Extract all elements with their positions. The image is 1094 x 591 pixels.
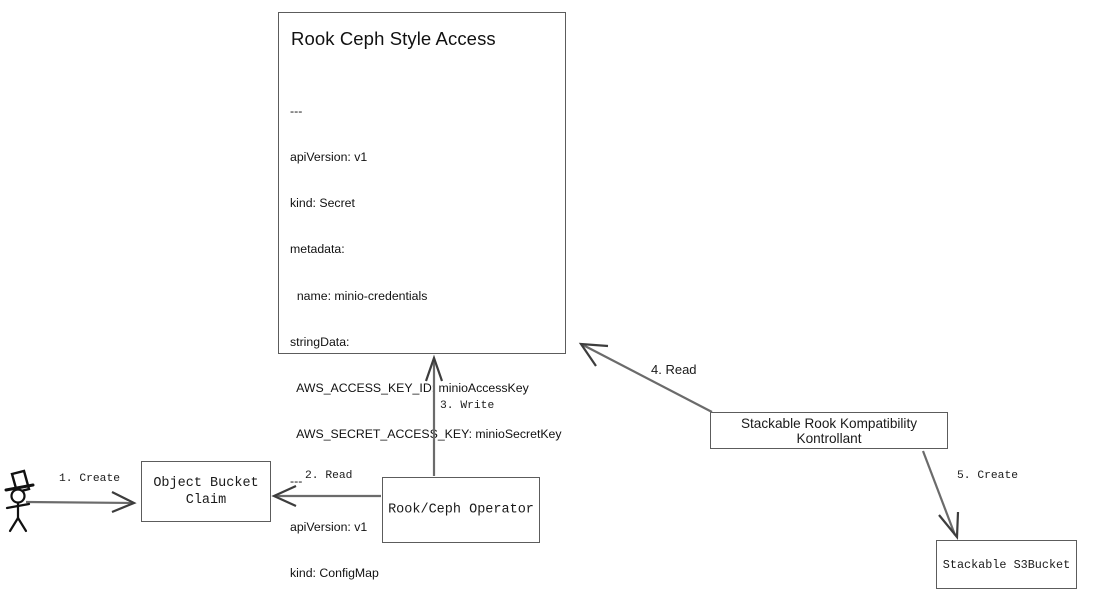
yaml-manifest-body: --- apiVersion: v1 kind: Secret metadata… [290, 73, 563, 591]
yaml-line: name: minio-credentials [290, 288, 428, 303]
node-label: Rook/Ceph Operator [388, 502, 534, 518]
yaml-manifest-card[interactable]: Rook Ceph Style Access --- apiVersion: v… [278, 12, 566, 580]
yaml-line: AWS_ACCESS_KEY_ID: minioAccessKey [290, 381, 529, 396]
yaml-line: --- [290, 473, 303, 488]
node-object-bucket-claim[interactable]: Object Bucket Claim [141, 461, 271, 522]
yaml-card-title: Rook Ceph Style Access [291, 28, 496, 49]
node-stackable-s3bucket[interactable]: Stackable S3Bucket [936, 540, 1077, 589]
edge-label-5-create: 5. Create [957, 470, 1019, 482]
edge-label-1-create: 1. Create [59, 473, 121, 485]
node-label: Stackable Rook Kompatibility Kontrollant [740, 415, 918, 446]
node-stackable-rook-kompatibility-kontrollant[interactable]: Stackable Rook Kompatibility Kontrollant [710, 412, 948, 449]
edge-label-3-write: 3. Write [440, 400, 495, 412]
yaml-line: AWS_SECRET_ACCESS_KEY: minioSecretKey [290, 427, 562, 442]
edge-label-2-read: 2. Read [305, 470, 353, 482]
yaml-line: apiVersion: v1 [290, 519, 368, 534]
node-label: Stackable S3Bucket [942, 557, 1071, 572]
node-label: Object Bucket Claim [153, 475, 259, 508]
yaml-line: apiVersion: v1 [290, 150, 368, 165]
yaml-line: kind: ConfigMap [290, 566, 379, 580]
yaml-line: stringData: [290, 334, 350, 349]
yaml-line: metadata: [290, 242, 345, 257]
node-rook-ceph-operator[interactable]: Rook/Ceph Operator [382, 477, 540, 543]
yaml-line: --- [290, 103, 303, 118]
yaml-line: kind: Secret [290, 196, 355, 211]
